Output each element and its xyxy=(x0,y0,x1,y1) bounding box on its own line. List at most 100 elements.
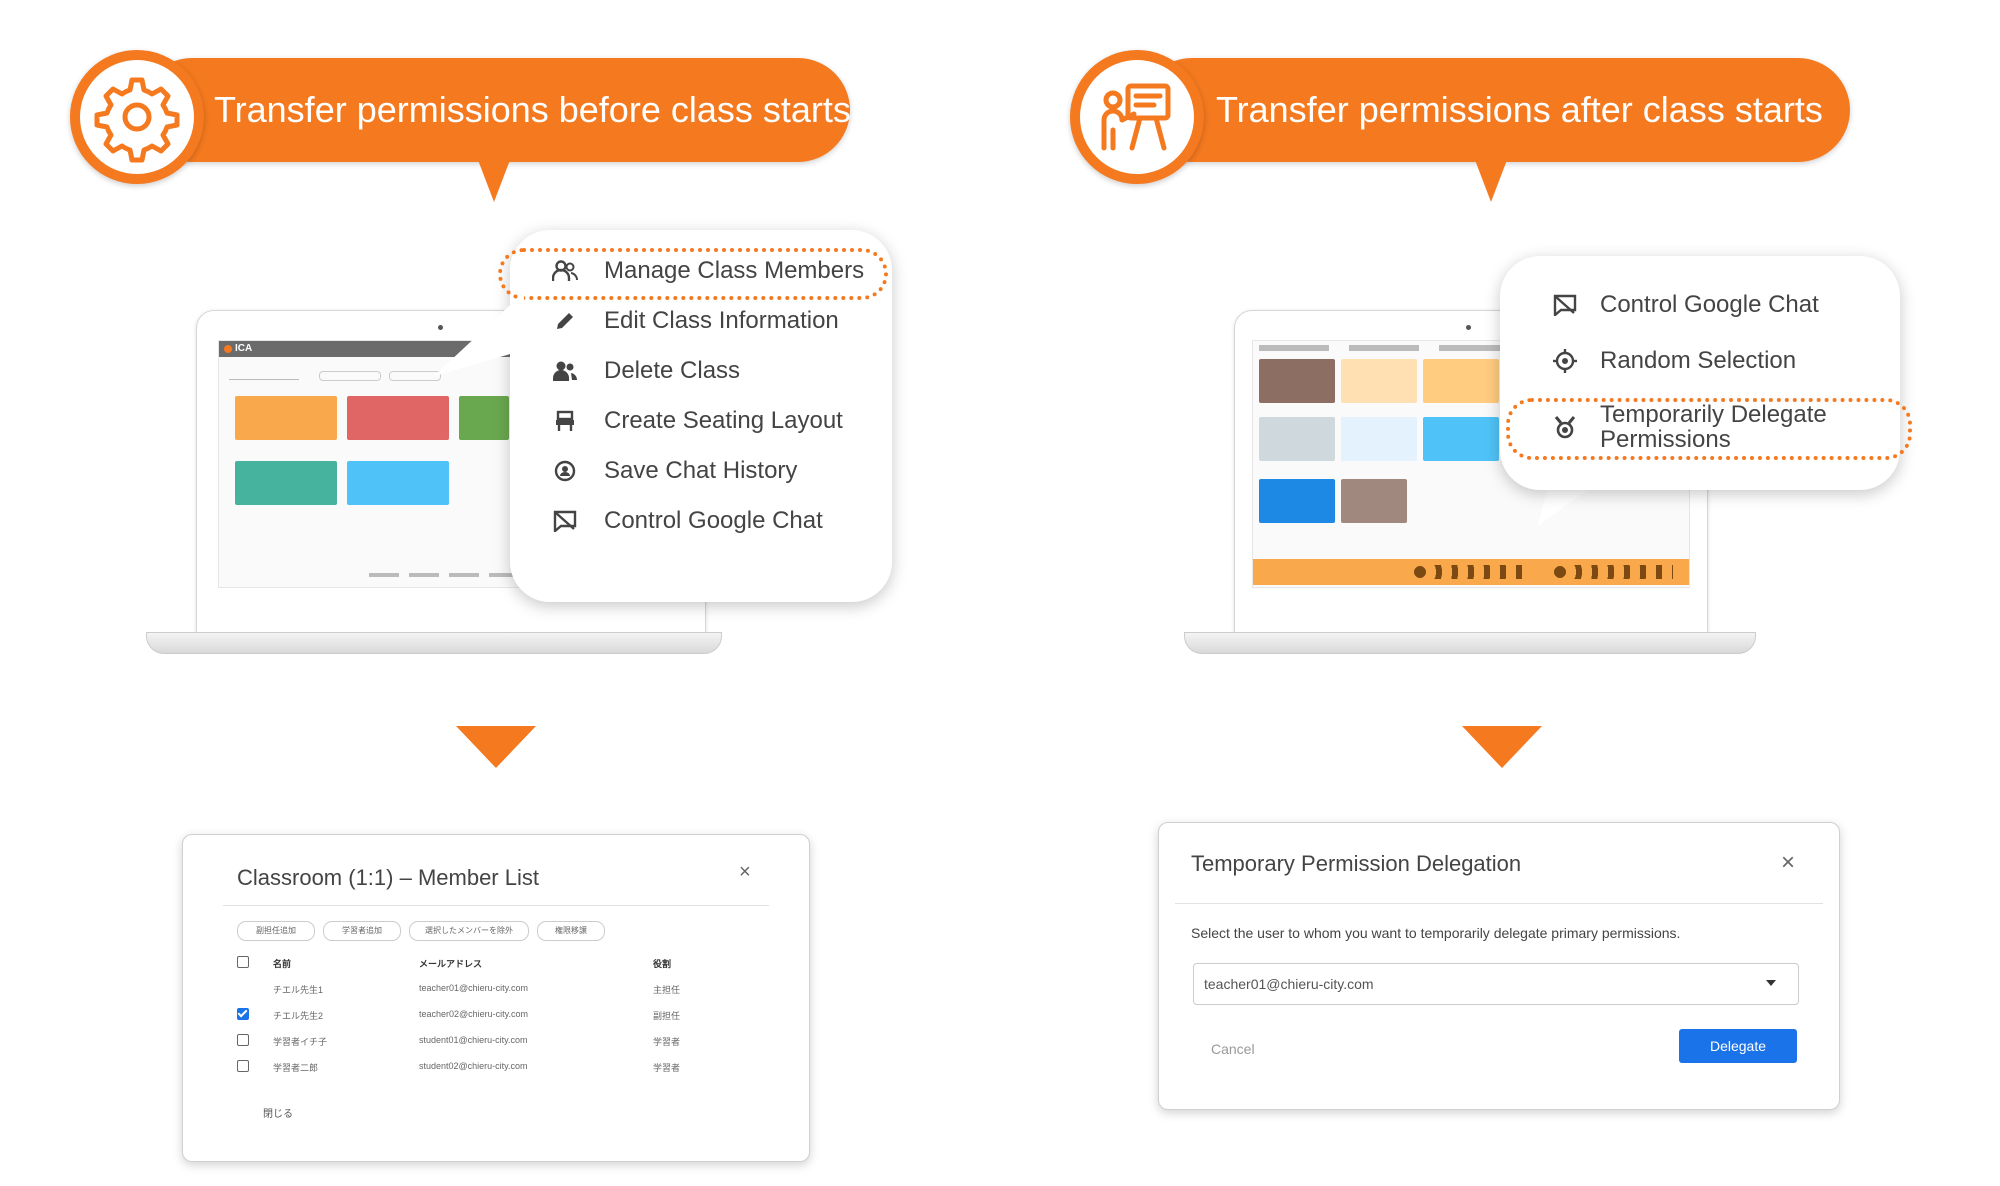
member-table: 名前 メールアドレス 役割 チエル先生1 teacher01@chieru-ci… xyxy=(237,951,757,1081)
delegate-user-select[interactable]: teacher01@chieru-city.com xyxy=(1193,963,1799,1005)
divider xyxy=(223,905,769,906)
dropdown-arrow-icon xyxy=(1766,980,1776,986)
menu-item-control-google-chat[interactable]: Control Google Chat xyxy=(1500,282,1900,328)
laptop-base xyxy=(146,632,722,654)
member-role: 副担任 xyxy=(653,1011,681,1021)
select-all-checkbox[interactable] xyxy=(237,956,249,968)
select-value: teacher01@chieru-city.com xyxy=(1204,976,1374,992)
divider xyxy=(1175,903,1823,904)
class-tile[interactable] xyxy=(347,396,449,440)
header-title: Transfer permissions after class starts xyxy=(1216,89,1823,130)
laptop-base xyxy=(1184,632,1756,654)
class-tile[interactable] xyxy=(235,461,337,505)
app-logo-dot xyxy=(224,345,232,353)
highlight-frame xyxy=(498,248,888,300)
laptop-camera xyxy=(438,325,443,330)
transfer-permission-button[interactable]: 権限移譲 xyxy=(537,921,605,941)
menu-item-temporarily-delegate-permissions[interactable]: Temporarily Delegate Permissions xyxy=(1500,402,1900,452)
presenter-board-icon xyxy=(1101,83,1171,151)
chat-save-icon xyxy=(550,456,580,486)
member-email: teacher02@chieru-city.com xyxy=(419,1009,529,1019)
people-icon xyxy=(550,256,580,286)
menu-label: Manage Class Members xyxy=(604,257,865,285)
chat-off-icon xyxy=(1550,290,1580,320)
class-tile[interactable] xyxy=(459,396,509,440)
header-pointer xyxy=(478,160,510,202)
dialog-title: Temporary Permission Delegation xyxy=(1191,851,1522,876)
menu-label: Control Google Chat xyxy=(604,507,823,535)
table-row: 学習者二郎 student02@chieru-city.com 学習者 xyxy=(237,1055,757,1079)
class-actions-menu: Manage Class Members Edit Class Informat… xyxy=(498,230,892,602)
member-role: 主担任 xyxy=(653,985,681,995)
pencil-icon xyxy=(550,306,580,336)
row-checkbox[interactable] xyxy=(237,1034,249,1046)
menu-item-manage-class-members[interactable]: Manage Class Members xyxy=(510,248,892,294)
filter-bar xyxy=(229,371,529,381)
gear-icon xyxy=(94,77,180,163)
member-role: 学習者 xyxy=(653,1037,681,1047)
menu-label: Save Chat History xyxy=(604,457,798,485)
row-checkbox[interactable] xyxy=(237,1008,249,1020)
class-tile[interactable] xyxy=(235,396,337,440)
menu-label: Random Selection xyxy=(1600,347,1797,375)
header-before-class: Transfer permissions before class starts xyxy=(70,50,851,202)
member-name: 学習者二郎 xyxy=(273,1063,319,1073)
table-row: チエル先生2 teacher02@chieru-city.com 副担任 xyxy=(237,1003,757,1027)
flow-arrow-down xyxy=(1462,726,1542,768)
header-bar xyxy=(140,58,850,162)
header-pointer xyxy=(1475,160,1507,202)
target-icon xyxy=(1550,346,1580,376)
people-remove-icon xyxy=(550,356,580,386)
menu-label: Edit Class Information xyxy=(604,307,839,335)
class-tools-menu: Control Google Chat Random Selection Tem… xyxy=(1500,256,1912,490)
menu-pointer xyxy=(434,292,524,376)
control-toolbar xyxy=(1253,559,1689,585)
delegate-icon xyxy=(1550,412,1580,442)
cancel-button[interactable]: Cancel xyxy=(1211,1041,1255,1057)
member-name: チエル先生1 xyxy=(273,985,324,995)
member-list-dialog: Classroom (1:1) – Member List × 副担任追加 学習… xyxy=(182,834,810,1162)
member-name: チエル先生2 xyxy=(273,1011,324,1021)
menu-item-create-seating-layout[interactable]: Create Seating Layout xyxy=(510,398,892,444)
row-checkbox[interactable] xyxy=(237,1060,249,1072)
member-email: student02@chieru-city.com xyxy=(419,1061,528,1071)
chat-off-icon xyxy=(550,506,580,536)
delegate-button[interactable]: Delegate xyxy=(1679,1029,1797,1063)
top-filter-bar xyxy=(1259,345,1679,351)
menu-item-delete-class[interactable]: Delete Class xyxy=(510,348,892,394)
header-after-class: Transfer permissions after class starts xyxy=(1070,50,1860,202)
header-icon-badge xyxy=(1070,50,1204,184)
header-icon-badge xyxy=(70,50,204,184)
class-tile[interactable] xyxy=(347,461,449,505)
member-name: 学習者イチ子 xyxy=(273,1037,328,1047)
column-header-role: 役割 xyxy=(653,959,672,969)
remove-selected-button[interactable]: 選択したメンバーを除外 xyxy=(409,921,529,941)
app-logo: ICA xyxy=(235,343,253,354)
member-email: teacher01@chieru-city.com xyxy=(419,983,529,993)
member-email: student01@chieru-city.com xyxy=(419,1035,528,1045)
add-learner-button[interactable]: 学習者追加 xyxy=(323,921,401,941)
menu-label: Control Google Chat xyxy=(1600,291,1819,319)
close-icon[interactable]: × xyxy=(1781,849,1796,876)
menu-label: Temporarily Delegate Permissions xyxy=(1600,400,1827,453)
action-chips: 副担任追加 学習者追加 選択したメンバーを除外 権限移譲 xyxy=(237,921,757,941)
menu-label: Create Seating Layout xyxy=(604,407,843,435)
highlight-frame xyxy=(1506,398,1912,460)
menu-item-edit-class-information[interactable]: Edit Class Information xyxy=(510,298,892,344)
add-co-teacher-button[interactable]: 副担任追加 xyxy=(237,921,315,941)
column-header-name: 名前 xyxy=(273,959,292,969)
table-row: チエル先生1 teacher01@chieru-city.com 主担任 xyxy=(237,977,757,1001)
menu-label: Delete Class xyxy=(604,357,741,385)
instruction-text: Select the user to whom you want to temp… xyxy=(1191,925,1681,941)
close-icon[interactable]: × xyxy=(739,861,751,883)
menu-item-control-google-chat[interactable]: Control Google Chat xyxy=(510,498,892,544)
laptop-camera xyxy=(1466,325,1471,330)
close-button[interactable]: 閉じる xyxy=(263,1109,293,1120)
menu-item-random-selection[interactable]: Random Selection xyxy=(1500,338,1900,384)
seat-icon xyxy=(550,406,580,436)
table-row: 学習者イチ子 student01@chieru-city.com 学習者 xyxy=(237,1029,757,1053)
dialog-title: Classroom (1:1) – Member List xyxy=(237,865,539,890)
column-header-email: メールアドレス xyxy=(419,959,483,969)
menu-item-save-chat-history[interactable]: Save Chat History xyxy=(510,448,892,494)
table-header: 名前 メールアドレス 役割 xyxy=(237,951,757,975)
